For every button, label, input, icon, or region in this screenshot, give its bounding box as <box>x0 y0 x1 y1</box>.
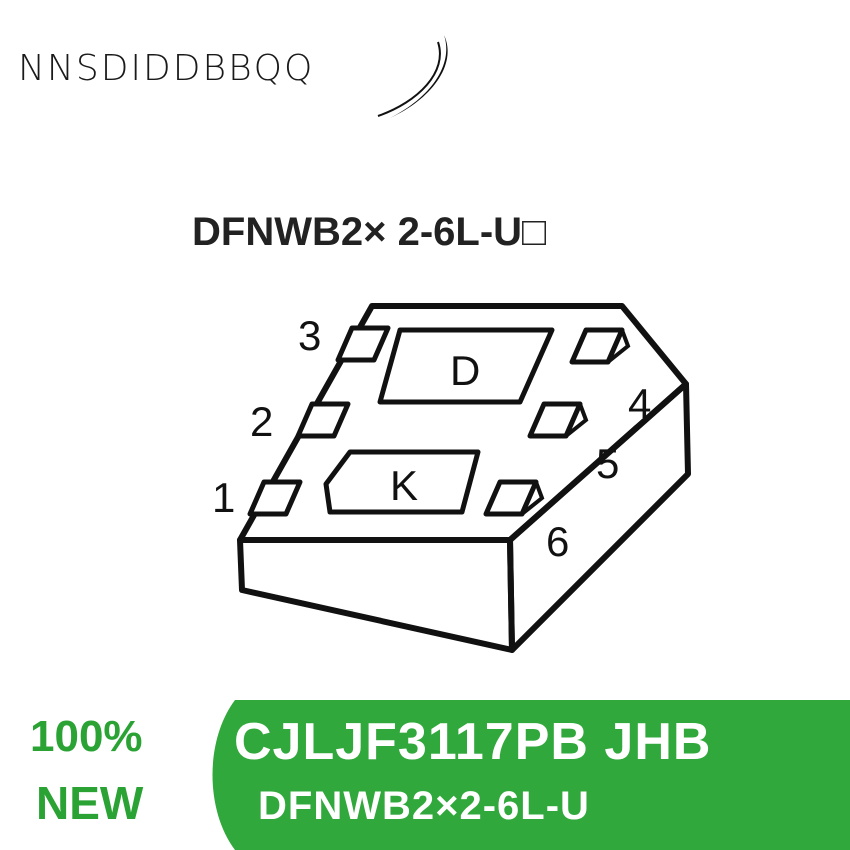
pin-label-5: 5 <box>596 440 619 487</box>
condition-percent: 100% <box>30 712 143 761</box>
part-package: DFNWB2×2-6L-U <box>258 784 590 828</box>
pin-label-1: 1 <box>212 474 235 521</box>
pad-k-label: K <box>390 462 418 509</box>
pad-k <box>323 449 481 515</box>
banner-green-panel <box>200 700 850 850</box>
pad-d <box>377 327 555 405</box>
pin-label-3: 3 <box>298 312 321 359</box>
pin-label-4: 4 <box>628 380 651 427</box>
pin-label-6: 6 <box>546 518 569 565</box>
chip-front-face <box>237 537 515 653</box>
pad-d-label: D <box>450 347 480 394</box>
brand-name: NNSDIDDBBQQ <box>18 48 315 89</box>
pin-2-pad <box>295 401 351 439</box>
pin-label-2: 2 <box>250 398 273 445</box>
part-number: CJLJF3117PB JHB <box>234 713 712 771</box>
chip-right-face <box>507 381 691 653</box>
condition-new: NEW <box>36 777 144 829</box>
pin-1-pad <box>247 479 303 517</box>
banner-curve <box>195 700 235 850</box>
package-title: DFNWB2× 2-6L-U□ <box>192 210 547 254</box>
pin-3-pad <box>335 325 391 363</box>
brand-swoosh-icon <box>377 35 448 118</box>
package-diagram: D K 1 2 3 4 5 6 <box>212 303 691 653</box>
